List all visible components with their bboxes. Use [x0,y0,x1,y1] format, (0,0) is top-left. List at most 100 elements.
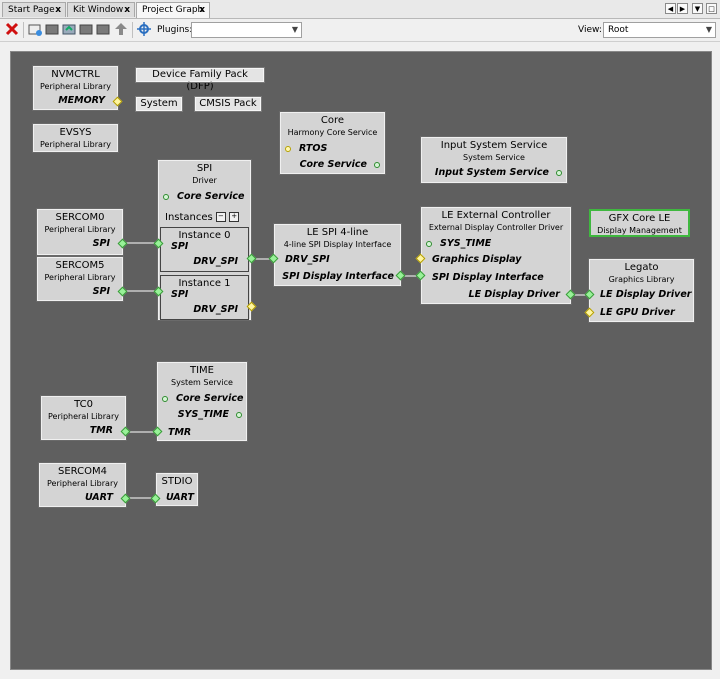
plugins-select[interactable]: ▼ [191,22,302,38]
stdio-node[interactable]: STDIO UART [155,472,199,507]
le-spi-4line-node[interactable]: LE SPI 4-line 4-line SPI Display Interfa… [273,223,402,287]
port-connector[interactable] [285,146,291,152]
toolbar: Plugins: ▼ View: Root ▼ [0,19,720,42]
port-label: SPI [92,238,110,249]
remove-instance-button[interactable]: − [215,212,226,222]
instance-title: Instance 1 [178,278,231,289]
toolbar-separator [23,22,24,38]
chevron-down-icon: ▼ [291,25,298,34]
scroll-left-icon[interactable]: ◀ [665,3,676,14]
tab-label: Start Page [8,5,55,15]
sercom5-node[interactable]: SERCOM5 Peripheral Library SPI [36,256,124,302]
node-subtitle: Peripheral Library [40,82,111,91]
port-label: RTOS [299,143,328,154]
node-title: SERCOM0 [55,212,105,223]
spi-instance-1[interactable]: Instance 1 SPI DRV_SPI [160,275,249,320]
port-label: SPI Display Interface [432,272,544,283]
port-connector[interactable] [162,396,168,402]
port-label: Core Service [177,191,245,202]
sercom0-node[interactable]: SERCOM0 Peripheral Library SPI [36,208,124,256]
port-label: LE GPU Driver [600,307,675,318]
port-label: SPI [171,289,189,300]
cmsis-pack-node[interactable]: CMSIS Pack [194,96,262,112]
node-title: STDIO [161,476,193,487]
nvmctrl-node[interactable]: NVMCTRL Peripheral Library MEMORY [32,65,123,111]
clear-icon[interactable] [96,22,110,36]
node-subtitle: Display Management [597,226,682,235]
system-node[interactable]: System [135,96,183,112]
node-title: Legato [624,262,659,273]
dfp-node[interactable]: Device Family Pack (DFP) [135,67,265,92]
node-subtitle: External Display Controller Driver [428,223,564,232]
node-subtitle: Peripheral Library [44,273,116,282]
node-title: LE External Controller [441,210,551,221]
tab-project-graph[interactable]: Project Graph x [136,2,210,18]
node-subtitle: Peripheral Library [47,479,118,488]
node-subtitle: System Service [463,153,525,162]
gfx-core-le-node[interactable]: GFX Core LE Display Management [589,209,690,237]
scroll-right-icon[interactable]: ▶ [677,3,688,14]
tab-label: Kit Window [73,5,124,15]
port-label: SYS_TIME [440,238,492,249]
port-connector[interactable] [556,170,562,176]
node-title: EVSYS [59,127,92,138]
input-system-service-node[interactable]: Input System Service System Service Inpu… [420,136,568,184]
close-icon[interactable]: x [55,5,61,15]
save-icon[interactable] [45,22,59,36]
view-select[interactable]: Root ▼ [603,22,716,38]
instances-header: Instances − + [165,212,240,224]
port-connector[interactable] [236,412,242,418]
close-icon[interactable]: x [199,5,205,15]
instance-title: Instance 0 [178,230,231,241]
tab-kit-window[interactable]: Kit Window x [67,2,135,17]
port-label: SPI [92,286,110,297]
export-icon[interactable] [79,22,93,36]
node-title: Input System Service [440,140,548,151]
spi-instance-0[interactable]: Instance 0 SPI DRV_SPI [160,227,249,272]
port-label: SPI [171,241,189,252]
port-connector[interactable] [426,241,432,247]
new-component-icon[interactable] [28,22,42,36]
node-title: NVMCTRL [51,69,100,80]
node-title: TIME [189,365,214,376]
load-icon[interactable] [62,22,76,36]
core-node[interactable]: Core Harmony Core Service RTOS Core Serv… [279,111,386,175]
node-subtitle: Peripheral Library [48,412,119,421]
port-label: DRV_SPI [285,254,330,265]
add-instance-button[interactable]: + [229,212,240,222]
time-node[interactable]: TIME System Service Core Service SYS_TIM… [156,361,248,442]
port-label: SYS_TIME [177,409,229,420]
chevron-down-icon: ▼ [705,25,712,34]
tab-start-page[interactable]: Start Page x [2,2,66,17]
settings-icon[interactable] [137,22,151,36]
port-label: LE Display Driver [600,289,692,300]
node-title: LE SPI 4-line [306,227,369,238]
node-subtitle: Peripheral Library [44,225,116,234]
port-label: Core Service [299,159,367,170]
evsys-node[interactable]: EVSYS Peripheral Library [32,123,119,153]
port-connector[interactable] [163,194,169,200]
view-label: View: [578,25,602,35]
legato-node[interactable]: Legato Graphics Library LE Display Drive… [588,258,695,323]
node-title: SPI [196,163,213,174]
maximize-icon[interactable]: □ [706,3,717,14]
sercom4-node[interactable]: SERCOM4 Peripheral Library UART [38,462,127,508]
tc0-node[interactable]: TC0 Peripheral Library TMR [40,395,127,441]
port-label: UART [84,492,113,503]
port-label: Core Service [176,393,244,404]
delete-icon[interactable] [5,22,19,36]
port-connector[interactable] [374,162,380,168]
instances-label: Instances [165,212,213,223]
port-label: SPI Display Interface [282,271,394,282]
node-title: GFX Core LE [608,213,671,224]
port-label: Input System Service [434,167,549,178]
dropdown-icon[interactable]: ▼ [692,3,703,14]
up-arrow-icon[interactable] [114,22,128,36]
node-subtitle: Harmony Core Service [287,128,378,137]
project-graph-canvas[interactable]: NVMCTRL Peripheral Library MEMORY Device… [10,51,712,670]
spi-driver-node[interactable]: SPI Driver Core Service Instances − + In… [157,159,252,321]
node-title: TC0 [74,399,93,410]
le-external-controller-node[interactable]: LE External Controller External Display … [420,206,572,305]
close-icon[interactable]: x [124,5,130,15]
port-label: MEMORY [58,95,105,106]
